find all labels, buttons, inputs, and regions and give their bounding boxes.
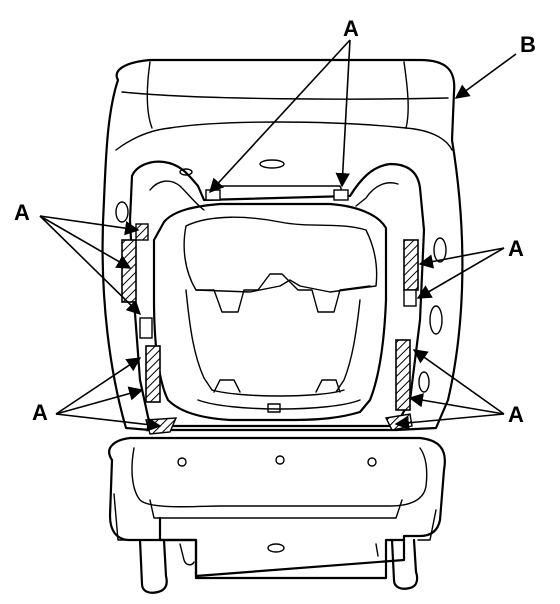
- clip-right-mid: [403, 289, 417, 307]
- seat-back-frame: [128, 159, 426, 428]
- clip-left-lower: [145, 345, 161, 403]
- clip-left-upper: [121, 239, 137, 303]
- label-a-top: A: [343, 16, 359, 41]
- clip-right-upper: [403, 239, 419, 291]
- label-a-right-upper: A: [508, 236, 524, 261]
- clip-left-top: [135, 223, 149, 241]
- callout-labels: A B A A A A: [14, 16, 536, 427]
- clip-left-mid: [139, 317, 153, 339]
- label-a-left-lower: A: [32, 400, 48, 425]
- seat-back-spring-panel: [152, 202, 388, 422]
- label-b: B: [520, 32, 536, 57]
- clip-right-lower: [395, 339, 411, 411]
- clip-top-left: [205, 189, 221, 201]
- seat-cushion-base: [108, 436, 446, 594]
- clip-left-bottom: [145, 417, 178, 435]
- clip-right-bottom: [384, 413, 413, 431]
- label-a-left-upper: A: [14, 200, 30, 225]
- label-a-right-lower: A: [508, 402, 524, 427]
- callout-lines: [39, 39, 517, 432]
- seat-back-shell: [101, 58, 464, 432]
- clip-top-right: [333, 189, 349, 201]
